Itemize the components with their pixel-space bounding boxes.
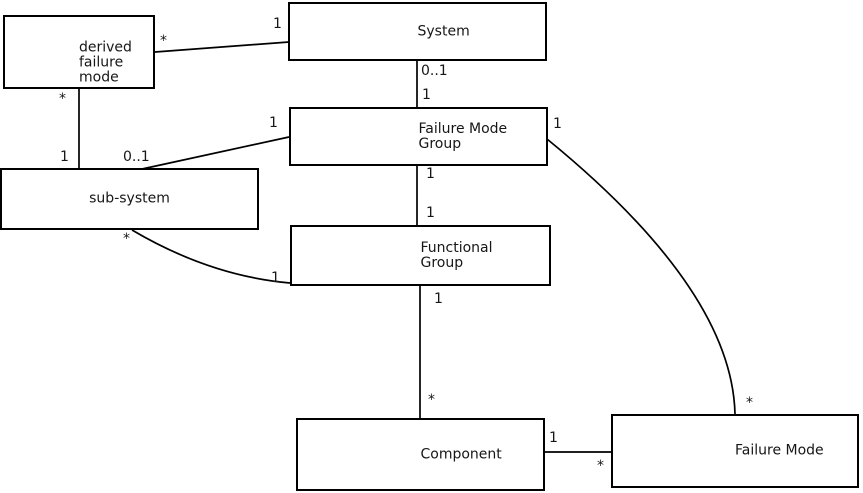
connector-sub-system-failure-mode-group <box>141 136 290 170</box>
multiplicity-failure-mode-group-failure-mode-one: 1 <box>553 116 562 132</box>
node-system: System <box>288 2 547 61</box>
multiplicity-functional-group-sub-system-one: 1 <box>271 270 280 286</box>
multiplicity-failure-mode-failure-mode-group-star: * <box>746 395 753 411</box>
connector-derived-failure-mode-system <box>154 41 290 53</box>
node-label-sub-system: sub-system <box>89 190 170 207</box>
node-failure-mode-group: Failure Mode Group <box>289 107 548 166</box>
multiplicity-sub-system-failure-mode-group-zero-one: 0..1 <box>123 149 150 165</box>
multiplicity-sub-system-derived-failure-mode-one: 1 <box>60 149 69 165</box>
node-label-derived-failure-mode: derived failure mode <box>79 39 132 86</box>
multiplicity-failure-mode-group-system-one: 1 <box>422 87 431 103</box>
multiplicity-failure-mode-group-functional-group-one: 1 <box>426 166 435 182</box>
multiplicity-functional-group-failure-mode-group-one: 1 <box>426 205 435 221</box>
multiplicity-system-failure-mode-group-zero-one: 0..1 <box>421 63 448 79</box>
node-functional-group: Functional Group <box>290 225 551 286</box>
node-label-functional-group: Functional Group <box>420 239 493 271</box>
multiplicity-failure-mode-component-star: * <box>597 458 604 474</box>
multiplicity-derived-failure-mode-sub-system-star: * <box>59 91 66 107</box>
connector-failure-mode-group-failure-mode <box>546 138 736 415</box>
node-failure-mode: Failure Mode <box>611 414 859 488</box>
multiplicity-system-derived-failure-mode-one: 1 <box>273 16 282 32</box>
node-component: Component <box>296 418 545 491</box>
multiplicity-functional-group-component-one: 1 <box>434 291 443 307</box>
node-sub-system: sub-system <box>0 168 259 230</box>
node-derived-failure-mode: derived failure mode <box>3 15 155 89</box>
multiplicity-component-failure-mode-one: 1 <box>549 430 558 446</box>
node-label-failure-mode-group: Failure Mode Group <box>418 120 508 152</box>
node-label-system: System <box>417 23 470 39</box>
node-label-failure-mode: Failure Mode <box>735 442 824 459</box>
multiplicity-sub-system-functional-group-star: * <box>123 231 130 247</box>
connector-sub-system-functional-group <box>131 229 291 284</box>
multiplicity-failure-mode-group-sub-system-one: 1 <box>269 115 278 131</box>
multiplicity-component-functional-group-star: * <box>428 392 435 408</box>
multiplicity-derived-failure-mode-system-star: * <box>160 33 167 49</box>
node-label-component: Component <box>420 446 502 462</box>
